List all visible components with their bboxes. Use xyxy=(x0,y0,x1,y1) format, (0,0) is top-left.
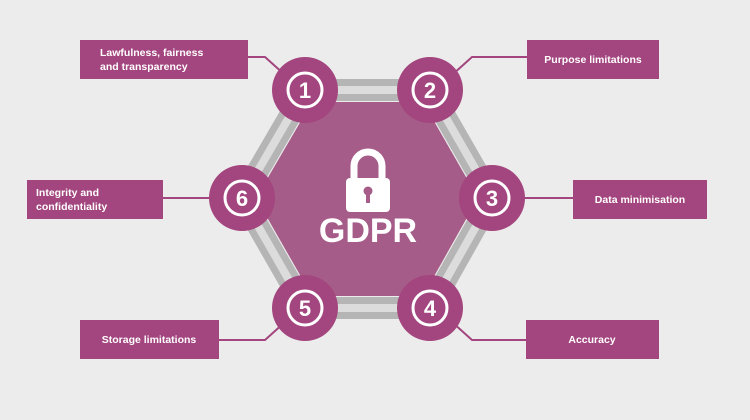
connectors xyxy=(163,56,573,341)
principle-label: Accuracy xyxy=(568,334,615,346)
padlock-icon xyxy=(346,148,390,212)
gdpr-title: GDPR xyxy=(319,212,417,250)
principle-label: Lawfulness, fairness xyxy=(100,47,203,59)
principle-circle-2: 2 xyxy=(397,57,463,123)
principle-circle-5: 5 xyxy=(272,275,338,341)
principle-circle-1: 1 xyxy=(272,57,338,123)
principle-box-3: Data minimisation xyxy=(573,180,707,219)
principle-label: Purpose limitations xyxy=(544,54,642,66)
principle-box-6: Integrity and confidentiality xyxy=(27,180,163,219)
principle-box-4: Accuracy xyxy=(526,320,659,359)
principle-circle-4: 4 xyxy=(397,275,463,341)
principle-circle-3: 3 xyxy=(459,165,525,231)
principle-label: Storage limitations xyxy=(102,334,197,346)
principle-label: and transparency xyxy=(100,61,188,73)
principle-box-2: Purpose limitations xyxy=(527,40,659,79)
principle-label: Integrity and xyxy=(36,187,99,199)
principle-number: 2 xyxy=(424,78,436,103)
principle-box-5: Storage limitations xyxy=(80,320,219,359)
principle-label: confidentiality xyxy=(36,201,107,213)
principle-number: 4 xyxy=(424,296,437,321)
principle-number: 5 xyxy=(299,296,311,321)
principle-number: 3 xyxy=(486,186,498,211)
principle-number: 6 xyxy=(236,186,248,211)
principle-box-1: Lawfulness, fairness and transparency xyxy=(80,40,248,79)
principle-number: 1 xyxy=(299,78,311,103)
principle-label: Data minimisation xyxy=(595,194,685,206)
principle-circle-6: 6 xyxy=(209,165,275,231)
